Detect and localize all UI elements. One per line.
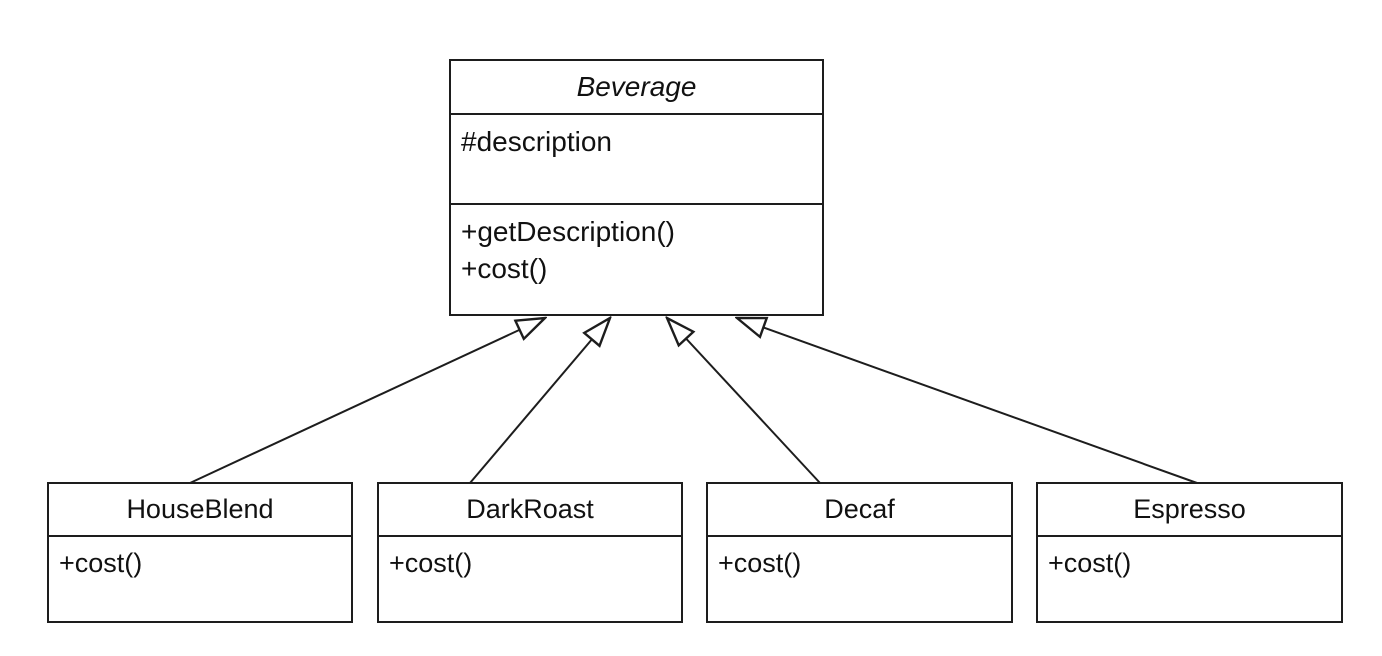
class-name-darkroast: DarkRoast (379, 484, 681, 537)
class-name-houseblend: HouseBlend (49, 484, 351, 537)
class-box-decaf: Decaf +cost() (706, 482, 1013, 623)
class-box-darkroast: DarkRoast +cost() (377, 482, 683, 623)
class-box-beverage: Beverage #description +getDescription() … (449, 59, 824, 316)
method-cost: +cost() (59, 548, 143, 578)
method-cost: +cost() (461, 253, 548, 284)
method-cost: +cost() (389, 548, 473, 578)
generalization-arrow-houseblend (189, 318, 545, 484)
generalization-arrow-decaf (667, 318, 821, 484)
class-box-houseblend: HouseBlend +cost() (47, 482, 353, 623)
method-cost: +cost() (1048, 548, 1132, 578)
class-name-decaf: Decaf (708, 484, 1011, 537)
method-cost: +cost() (718, 548, 802, 578)
generalization-arrow-espresso (737, 318, 1198, 484)
generalization-arrow-darkroast (469, 318, 610, 484)
class-box-espresso: Espresso +cost() (1036, 482, 1343, 623)
class-name-espresso: Espresso (1038, 484, 1341, 537)
class-name-beverage: Beverage (451, 61, 822, 115)
method-getdescription: +getDescription() (461, 216, 675, 247)
attribute-description: #description (461, 126, 612, 157)
